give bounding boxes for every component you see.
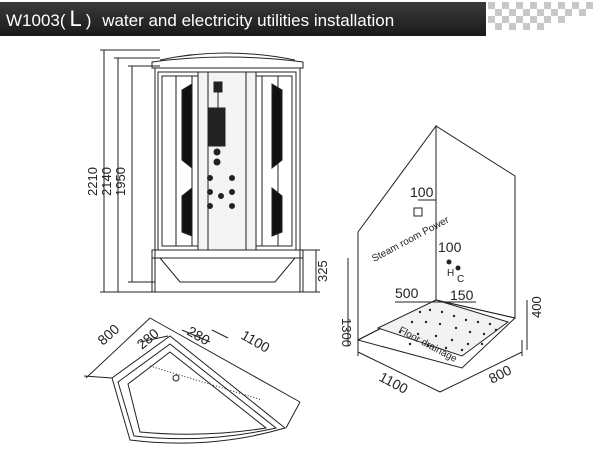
iso-power-height: 100 xyxy=(410,184,434,200)
model-code: W1003( xyxy=(6,11,66,30)
iso-view xyxy=(347,124,528,393)
plan-view xyxy=(83,317,301,444)
model-close: ) xyxy=(85,11,92,30)
iso-hot-label: H xyxy=(447,268,454,279)
header-bar xyxy=(0,2,486,36)
iso-depth-800: 800 xyxy=(486,361,514,386)
front-base-height: 325 xyxy=(315,260,330,282)
iso-height-1300: 1300 xyxy=(339,318,354,347)
header: W1003(L) water and electricity utilities… xyxy=(0,0,600,36)
model-variant: L xyxy=(69,6,82,31)
iso-width-1100: 1100 xyxy=(377,369,411,397)
front-height-overall: 2210 xyxy=(85,167,100,196)
front-height-inner: 1950 xyxy=(113,167,128,196)
plan-side-b: 1100 xyxy=(239,327,273,356)
front-view xyxy=(151,52,304,293)
iso-dim-500: 500 xyxy=(395,285,419,301)
header-title: W1003(L) water and electricity utilities… xyxy=(6,6,394,32)
iso-height-400: 400 xyxy=(529,296,544,318)
front-dimensions xyxy=(100,49,320,293)
plan-side-a: 800 xyxy=(94,321,122,349)
plan-offset-right: 280 xyxy=(185,323,213,349)
iso-dim-150: 150 xyxy=(450,287,474,303)
iso-water-height: 100 xyxy=(438,239,462,255)
header-subtitle: water and electricity utilities installa… xyxy=(102,11,395,30)
floor-tray-pattern xyxy=(398,308,498,352)
front-height-mid: 2140 xyxy=(99,167,114,196)
iso-cold-label: C xyxy=(457,274,464,285)
